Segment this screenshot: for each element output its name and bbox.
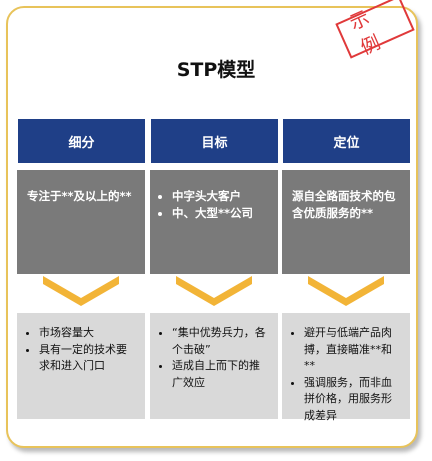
positioning-details-list: 避开与低端产品肉搏，直接瞄准**和** 强调服务，而非血拼价格，用服务形成差异 [292, 325, 402, 424]
targeting-details-list: “集中优势兵力，各个击破” 适成自上而下的推广效应 [160, 325, 270, 391]
list-item: 避开与低端产品肉搏，直接瞄准**和** [304, 325, 402, 375]
chevron-down-icon [176, 276, 252, 306]
positioning-details: 避开与低端产品肉搏，直接瞄准**和** 强调服务，而非血拼价格，用服务形成差异 [282, 313, 410, 422]
list-item: 中字头大客户 [172, 188, 270, 205]
segmentation-summary-text: 专注于**及以上的** [27, 189, 132, 203]
segmentation-details: 市场容量大 具有一定的技术要求和进入门口 [17, 313, 145, 419]
list-item: “集中优势兵力，各个击破” [172, 325, 270, 358]
list-item: 市场容量大 [39, 325, 137, 342]
targeting-summary-list: 中字头大客户 中、大型**公司 [160, 188, 270, 222]
list-item: 中、大型**公司 [172, 205, 270, 222]
positioning-summary: 源自全路面技术的包含优质服务的** [282, 170, 410, 274]
chevron-down-icon [308, 276, 384, 306]
targeting-details: “集中优势兵力，各个击破” 适成自上而下的推广效应 [150, 313, 278, 419]
column-header-segmentation: 细分 [17, 119, 145, 163]
positioning-summary-text: 源自全路面技术的包含优质服务的** [292, 189, 396, 220]
column-header-targeting: 目标 [150, 119, 278, 163]
targeting-summary: 中字头大客户 中、大型**公司 [150, 170, 278, 274]
list-item: 适成自上而下的推广效应 [172, 358, 270, 391]
column-header-positioning: 定位 [282, 119, 410, 163]
page-title: STP模型 [176, 59, 256, 81]
list-item: 具有一定的技术要求和进入门口 [39, 342, 137, 375]
chevron-down-icon [43, 276, 119, 306]
segmentation-summary: 专注于**及以上的** [17, 170, 145, 274]
segmentation-details-list: 市场容量大 具有一定的技术要求和进入门口 [27, 325, 137, 375]
list-item: 强调服务，而非血拼价格，用服务形成差异 [304, 375, 402, 425]
